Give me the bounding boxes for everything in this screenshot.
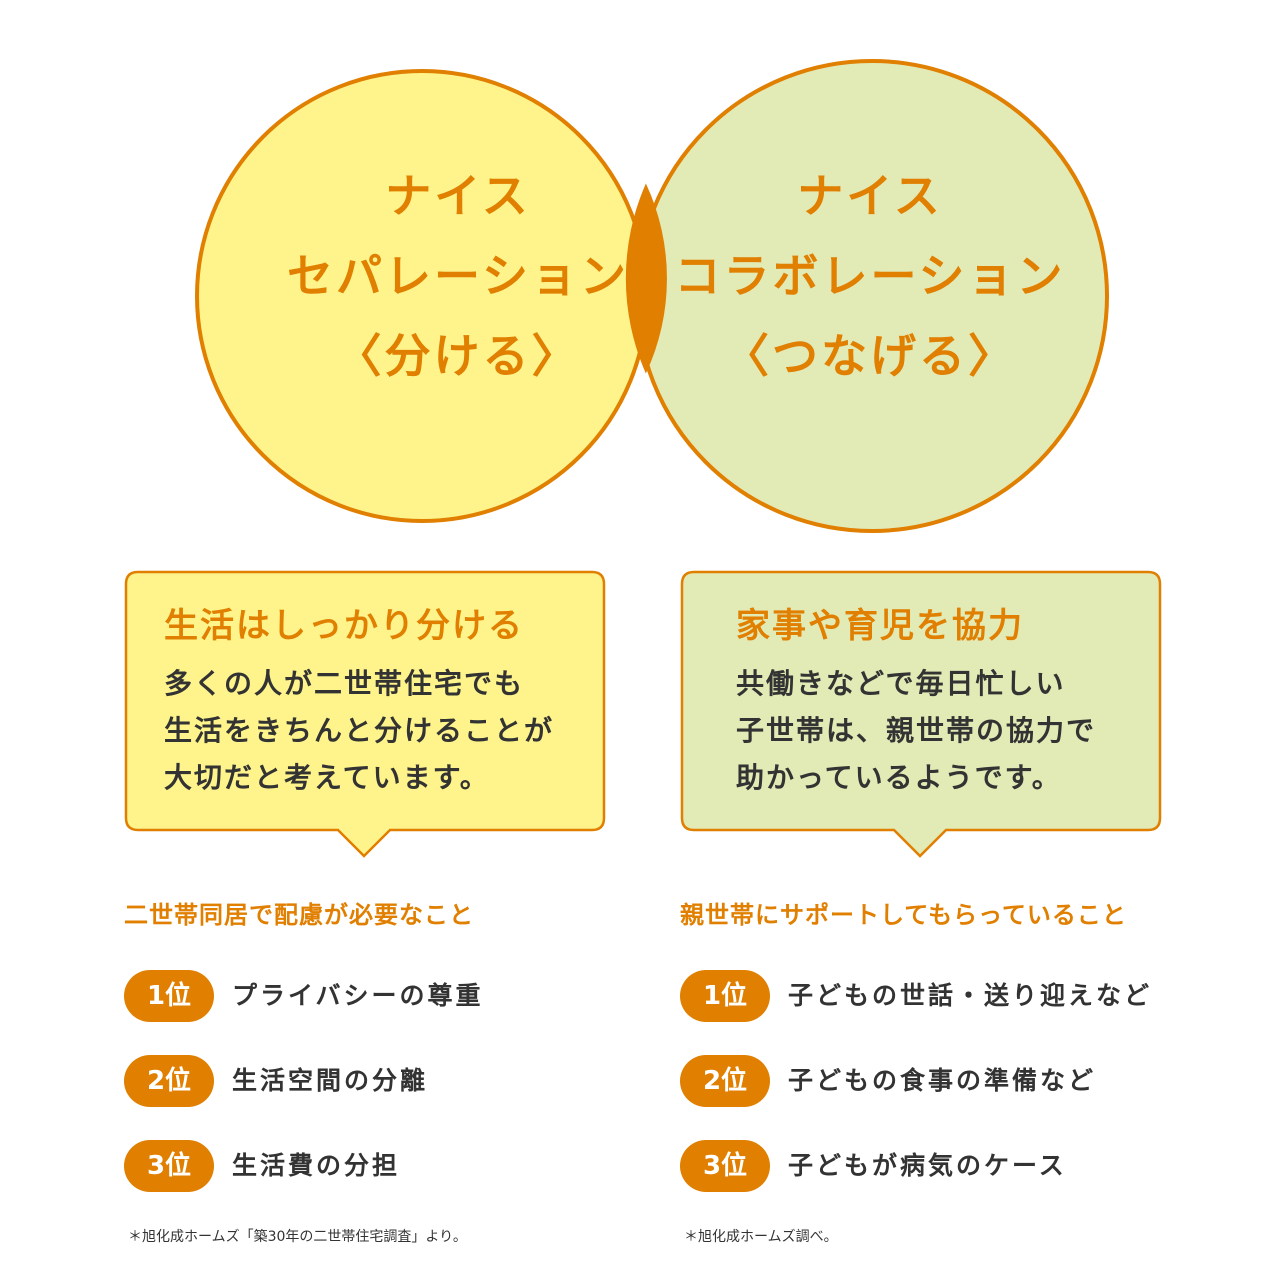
- bubble-line-3: 大切だと考えています。: [164, 761, 490, 794]
- bubble-title: 生活はしっかり分ける: [164, 606, 524, 646]
- left-rank-item: 2位 生活空間の分離: [124, 1055, 684, 1107]
- left-rank-item: 1位 プライバシーの尊重: [124, 970, 684, 1022]
- collaboration-label: ナイス コラボレーション 〈つなげる〉: [600, 156, 1140, 396]
- collaboration-line-3: 〈つなげる〉: [723, 329, 1017, 383]
- bubble-shape: [680, 570, 1162, 858]
- rank-badge: 2位: [680, 1055, 770, 1107]
- collaboration-bubble: 家事や育児を協力 共働きなどで毎日忙しい 子世帯は、親世帯の協力で 助かっている…: [680, 570, 1162, 858]
- rank-label: プライバシーの尊重: [232, 981, 484, 1010]
- left-rank-item: 3位 生活費の分担: [124, 1140, 684, 1192]
- rank-badge: 1位: [680, 970, 770, 1022]
- bubble-line-3: 助かっているようです。: [736, 761, 1062, 794]
- rank-label: 生活費の分担: [232, 1151, 401, 1180]
- collaboration-line-1: ナイス: [797, 169, 943, 223]
- rank-badge: 3位: [124, 1140, 214, 1192]
- bubble-body: 共働きなどで毎日忙しい 子世帯は、親世帯の協力で 助かっているようです。: [736, 660, 1096, 801]
- rank-label: 子どもの世話・送り迎えなど: [788, 981, 1153, 1010]
- right-rank-item: 3位 子どもが病気のケース: [680, 1140, 1240, 1192]
- rank-label: 子どもが病気のケース: [788, 1151, 1067, 1180]
- right-source-note: ＊旭化成ホームズ調べ。: [684, 1229, 838, 1245]
- separation-bubble: 生活はしっかり分ける 多くの人が二世帯住宅でも 生活をきちんと分けることが 大切…: [124, 570, 606, 858]
- bubble-line-1: 多くの人が二世帯住宅でも: [164, 667, 525, 700]
- separation-line-1: ナイス: [385, 169, 531, 223]
- collaboration-line-2: コラボレーション: [674, 249, 1066, 303]
- right-rank-item: 2位 子どもの食事の準備など: [680, 1055, 1240, 1107]
- bubble-shape: [124, 570, 606, 858]
- rank-label: 生活空間の分離: [232, 1066, 429, 1095]
- left-source-note: ＊旭化成ホームズ「築30年の二世帯住宅調査」より。: [128, 1229, 467, 1245]
- right-ranking-heading: 親世帯にサポートしてもらっていること: [680, 901, 1127, 929]
- venn-overlap: [625, 183, 667, 374]
- bubble-title: 家事や育児を協力: [736, 606, 1024, 646]
- bubble-line-1: 共働きなどで毎日忙しい: [736, 667, 1066, 700]
- separation-line-2: セパレーション: [286, 249, 630, 303]
- separation-label: ナイス セパレーション 〈分ける〉: [188, 156, 728, 396]
- bubble-line-2: 生活をきちんと分けることが: [164, 714, 555, 747]
- left-ranking-heading: 二世帯同居で配慮が必要なこと: [124, 901, 474, 929]
- venn-diagram: [195, 59, 1109, 533]
- separation-line-3: 〈分ける〉: [335, 329, 581, 383]
- rank-label: 子どもの食事の準備など: [788, 1066, 1097, 1095]
- bubble-body: 多くの人が二世帯住宅でも 生活をきちんと分けることが 大切だと考えています。: [164, 660, 554, 801]
- rank-badge: 3位: [680, 1140, 770, 1192]
- right-rank-item: 1位 子どもの世話・送り迎えなど: [680, 970, 1240, 1022]
- rank-badge: 2位: [124, 1055, 214, 1107]
- bubble-line-2: 子世帯は、親世帯の協力で: [736, 714, 1097, 747]
- rank-badge: 1位: [124, 970, 214, 1022]
